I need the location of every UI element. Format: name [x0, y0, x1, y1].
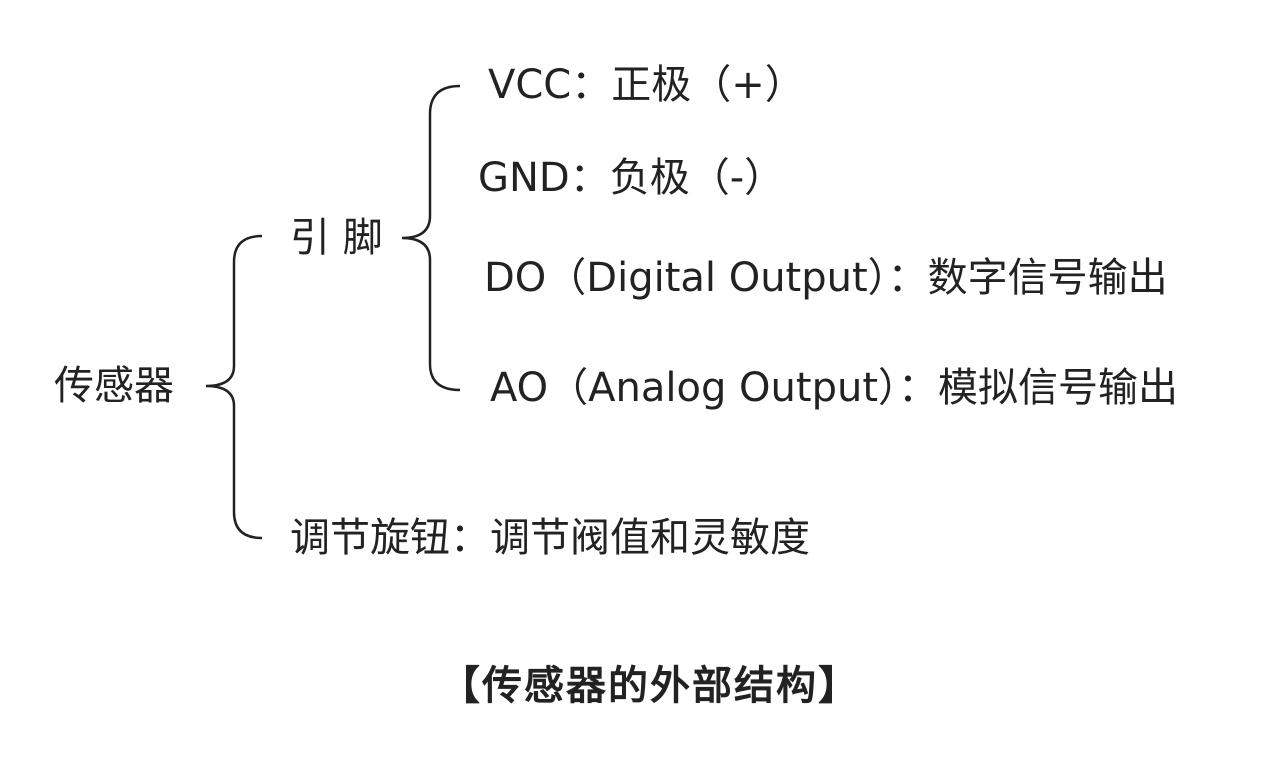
pin-gnd: GND：负极（-） [478, 155, 785, 201]
pin-vcc: VCC：正极（+） [488, 62, 805, 108]
pins-label: 引 脚 [290, 215, 383, 261]
pins-brace [401, 84, 461, 392]
pin-ao: AO（Analog Output）：模拟信号输出 [490, 365, 1179, 411]
knob-label: 调节旋钮：调节阀值和灵敏度 [290, 515, 810, 561]
root-label: 传感器 [54, 363, 174, 409]
figure-caption: 【传感器的外部结构】 [440, 663, 860, 709]
root-brace [205, 234, 263, 540]
pin-do: DO（Digital Output）：数字信号输出 [484, 255, 1168, 301]
